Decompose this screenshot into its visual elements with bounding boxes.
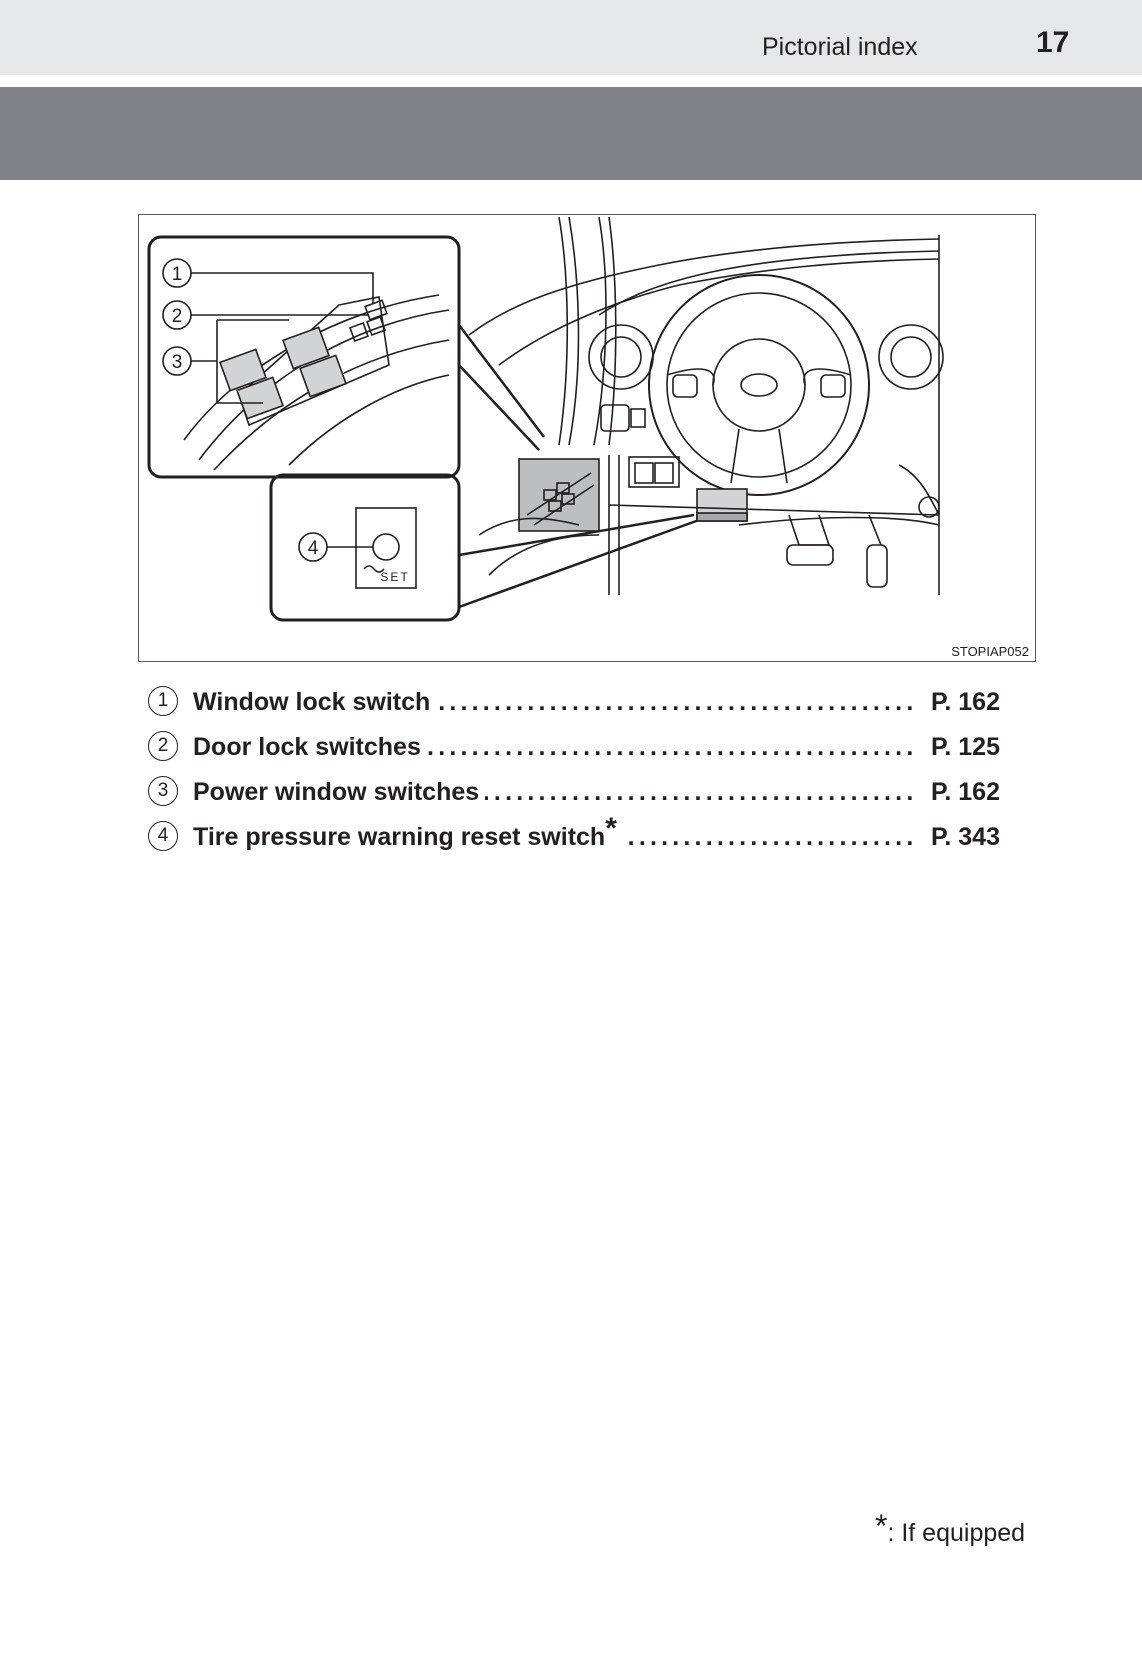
- item-number: 1: [148, 686, 178, 716]
- callout-1: 1: [172, 264, 183, 285]
- page-reference[interactable]: P. 125: [925, 733, 1000, 762]
- index-item-window-lock[interactable]: 1 ......................................…: [148, 685, 1008, 730]
- item-number: 2: [148, 731, 178, 761]
- header-divider: [0, 75, 1142, 87]
- page-number: 17: [1036, 26, 1069, 60]
- footnote: *: If equipped: [875, 1512, 1025, 1549]
- dashboard-illustration: 1 2 3 4 SET STOPIAP052: [138, 214, 1036, 662]
- callout-2: 2: [172, 306, 183, 327]
- section-title: Pictorial index: [762, 33, 918, 62]
- index-list: 1 ......................................…: [148, 685, 1008, 865]
- chapter-band: [0, 87, 1142, 180]
- callout-3: 3: [172, 352, 183, 373]
- item-number: 4: [148, 821, 178, 851]
- item-label: Window lock switch: [193, 688, 436, 717]
- page-reference[interactable]: P. 343: [925, 823, 1000, 852]
- index-item-tire-pressure-reset[interactable]: 4 ......................................…: [148, 820, 1008, 865]
- item-label: Door lock switches: [193, 733, 427, 762]
- dashboard-line-drawing: 1 2 3 4 SET: [139, 215, 1035, 661]
- page-reference[interactable]: P. 162: [925, 778, 1000, 807]
- index-item-power-window[interactable]: 3 ......................................…: [148, 775, 1008, 820]
- page-reference[interactable]: P. 162: [925, 688, 1000, 717]
- item-label: Tire pressure warning reset switch*: [193, 823, 623, 852]
- header-band: [0, 0, 1142, 75]
- set-label: SET: [380, 570, 409, 584]
- callout-4: 4: [308, 538, 319, 559]
- figure-code: STOPIAP052: [951, 644, 1029, 659]
- item-label: Power window switches: [193, 778, 485, 807]
- item-number: 3: [148, 776, 178, 806]
- index-item-door-lock[interactable]: 2 ......................................…: [148, 730, 1008, 775]
